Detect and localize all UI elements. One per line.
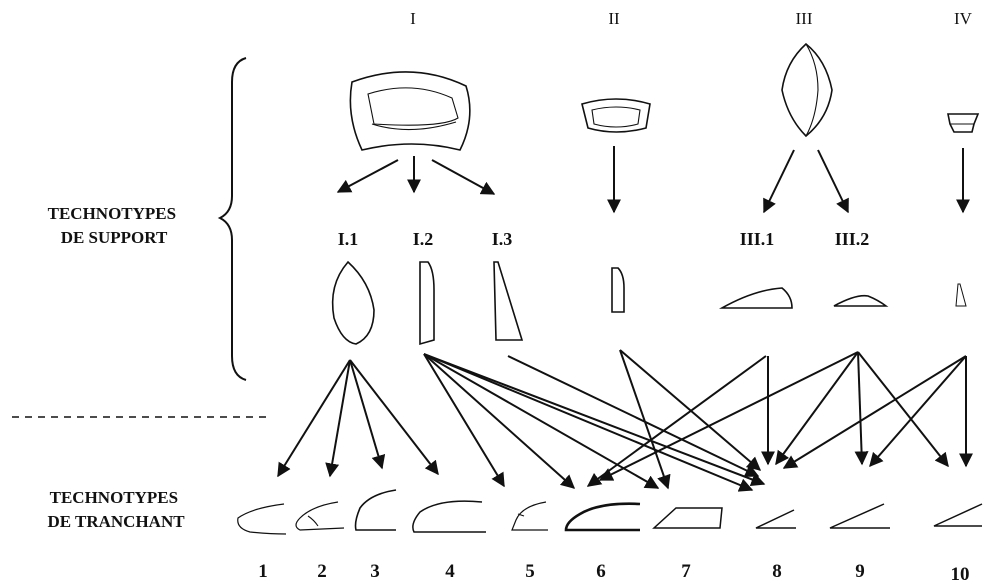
arrow-II-to-8 (619, 349, 762, 471)
arrow-I-to-I3 (431, 159, 496, 195)
arrow-III-to-III2 (817, 149, 849, 214)
blank-I2 (419, 261, 435, 346)
tranchant-label-line2: DE TRANCHANT (47, 512, 185, 531)
arrow-I1-to-1 (277, 359, 351, 478)
edge-4 (412, 500, 486, 533)
group-label-II: II (608, 9, 620, 28)
arrow-I2-to-7 (423, 353, 660, 489)
arrow-I2-to-6 (423, 353, 576, 489)
group-label-I: I (410, 9, 416, 28)
edge-5 (511, 501, 548, 531)
arrow-III2-to-8 (775, 351, 859, 466)
blank-III2 (833, 294, 889, 307)
edge-2 (295, 501, 345, 531)
number-8: 8 (772, 561, 782, 582)
edge-3 (354, 489, 397, 531)
derivation-arrows (277, 349, 973, 492)
arrow-III1-to-6 (586, 355, 767, 487)
arrow-IV-to-8 (782, 355, 967, 469)
arrow-I2-to-5 (423, 353, 505, 488)
edge-8 (755, 509, 796, 529)
arrow-III-to-III1 (763, 149, 795, 214)
subtype-label-I1: I.1 (338, 229, 359, 249)
blank-III1 (718, 287, 793, 309)
number-7: 7 (681, 561, 691, 582)
arrow-I3-to-8 (507, 355, 760, 477)
support-label: TECHNOTYPES DE SUPPORT (48, 204, 181, 247)
number-6: 6 (596, 561, 606, 582)
number-3: 3 (370, 561, 380, 582)
edge-6 (564, 502, 641, 532)
number-10: 10 (951, 564, 970, 585)
arrow-I-to-I1 (336, 159, 399, 193)
number-5: 5 (525, 561, 535, 582)
edge-10 (933, 503, 983, 527)
blank-II (611, 267, 625, 313)
edge-7 (652, 507, 723, 529)
arrow-I1-to-2 (325, 359, 351, 478)
subtype-label-III1: III.1 (740, 229, 775, 249)
arrow-I1-to-4 (349, 359, 439, 476)
tranchant-label-line1: TECHNOTYPES (50, 488, 178, 507)
blank-I3 (493, 261, 524, 341)
arrow-II-to-7 (619, 349, 671, 490)
arrow-I1-to-3 (349, 359, 386, 470)
support-label-line2: DE SUPPORT (61, 228, 168, 247)
support-brace (217, 57, 247, 381)
number-9: 9 (855, 561, 865, 582)
edge-9 (829, 503, 890, 529)
blank-I1 (331, 260, 375, 345)
block-II (581, 98, 651, 133)
arrow-III2-to-10 (857, 351, 949, 468)
arrow-IV-to-9 (869, 355, 967, 468)
block-IV (947, 113, 980, 133)
subtype-label-III2: III.2 (835, 229, 870, 249)
arrow-I2-to-8b (423, 353, 766, 487)
arrow-III2-to-9 (854, 351, 869, 466)
subtype-label-I3: I.3 (492, 229, 513, 249)
number-1: 1 (258, 561, 268, 582)
arrow-I2-to-8a (423, 353, 754, 492)
number-4: 4 (445, 561, 455, 582)
support-label-line1: TECHNOTYPES (48, 204, 176, 223)
group-label-IV: IV (954, 9, 973, 28)
tranchant-label: TECHNOTYPES DE TRANCHANT (47, 488, 185, 531)
edge-1 (237, 503, 287, 535)
group-label-III: III (796, 9, 813, 28)
subtype-label-I2: I.2 (413, 229, 434, 249)
number-2: 2 (317, 561, 327, 582)
block-III (781, 42, 833, 138)
arrow-III2-to-6 (598, 351, 859, 481)
block-I (349, 71, 471, 151)
blank-IV (955, 283, 967, 307)
